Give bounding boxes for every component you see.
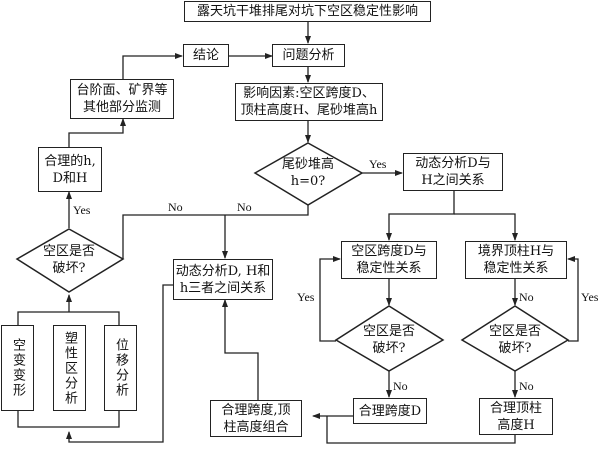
displacement-box: 位移分析 <box>104 325 137 411</box>
decision-fail-left-text: 空区是否 破坏? <box>42 244 95 276</box>
edge-right-yes-loop <box>567 256 579 342</box>
conclusion-box: 结论 <box>183 44 229 67</box>
edge-dynamicDH-right <box>454 213 518 241</box>
pillar-stability-box: 境界顶柱H与 稳定性关系 <box>465 241 567 279</box>
group-bracket-top <box>17 311 120 325</box>
reasonable-D-box: 合理跨度D <box>353 398 427 424</box>
group-bracket-bottom <box>17 411 120 428</box>
decision-h0-text: 尾砂堆高 h=0? <box>281 157 334 189</box>
edge-reasonable-monitoring <box>68 118 126 147</box>
edge-monitoring-conclusion <box>122 53 183 79</box>
edge-mid-yes-loop <box>319 256 341 342</box>
decision-h0-shape <box>253 142 364 206</box>
decision-fail-left-shape <box>15 228 125 293</box>
label-yes-h0: Yes <box>369 157 387 171</box>
edge-dynamicDHh-group <box>66 284 173 443</box>
reasonable-H-box: 合理顶柱 高度H <box>479 398 553 435</box>
factors-box: 影响因素:空区跨度D、 顶柱高度H、尾砂堆高h <box>235 83 383 121</box>
deformation-box: 空变变形 <box>1 325 34 411</box>
edge-decision-no <box>122 205 309 259</box>
label-yes-left: Yes <box>73 203 91 217</box>
decision-fail-right-text: 空区是否 破坏? <box>488 324 541 356</box>
problem-analysis-box: 问题分析 <box>272 44 345 67</box>
label-no-right: No <box>519 379 534 393</box>
edge-dynamicDH-split <box>386 191 455 241</box>
combo-box: 合理跨度,顶 柱高度组合 <box>210 400 302 437</box>
dynamic-DHh-box: 动态分析D, H和 h三者之间关系 <box>173 259 273 300</box>
decision-fail-mid-text: 空区是否 破坏? <box>362 324 415 356</box>
label-yes-right: Yes <box>581 290 599 304</box>
plastic-zone-box: 塑性区分析 <box>53 325 86 411</box>
label-no-h0-b: No <box>237 200 252 214</box>
other-monitoring-box: 台阶面、矿界等 其他部分监测 <box>70 79 174 119</box>
reasonable-hDH-box: 合理的h, D和H <box>38 147 102 192</box>
span-stability-box: 空区跨度D与 稳定性关系 <box>341 241 437 279</box>
decision-fail-right-shape <box>460 305 570 372</box>
label-no-h0-a: No <box>168 200 183 214</box>
label-no-mid: No <box>393 379 408 393</box>
title-box: 露天坑干堆排尾对坑下空区稳定性影响 <box>184 1 431 22</box>
label-no-pillar: No <box>519 290 534 304</box>
label-yes-mid: Yes <box>297 290 315 304</box>
edge-combo-dynamicDHh <box>222 299 259 400</box>
dynamic-DH-box: 动态分析D与 H之间关系 <box>403 153 503 191</box>
decision-fail-mid-shape <box>334 305 445 372</box>
edge-H-combo <box>326 416 516 444</box>
